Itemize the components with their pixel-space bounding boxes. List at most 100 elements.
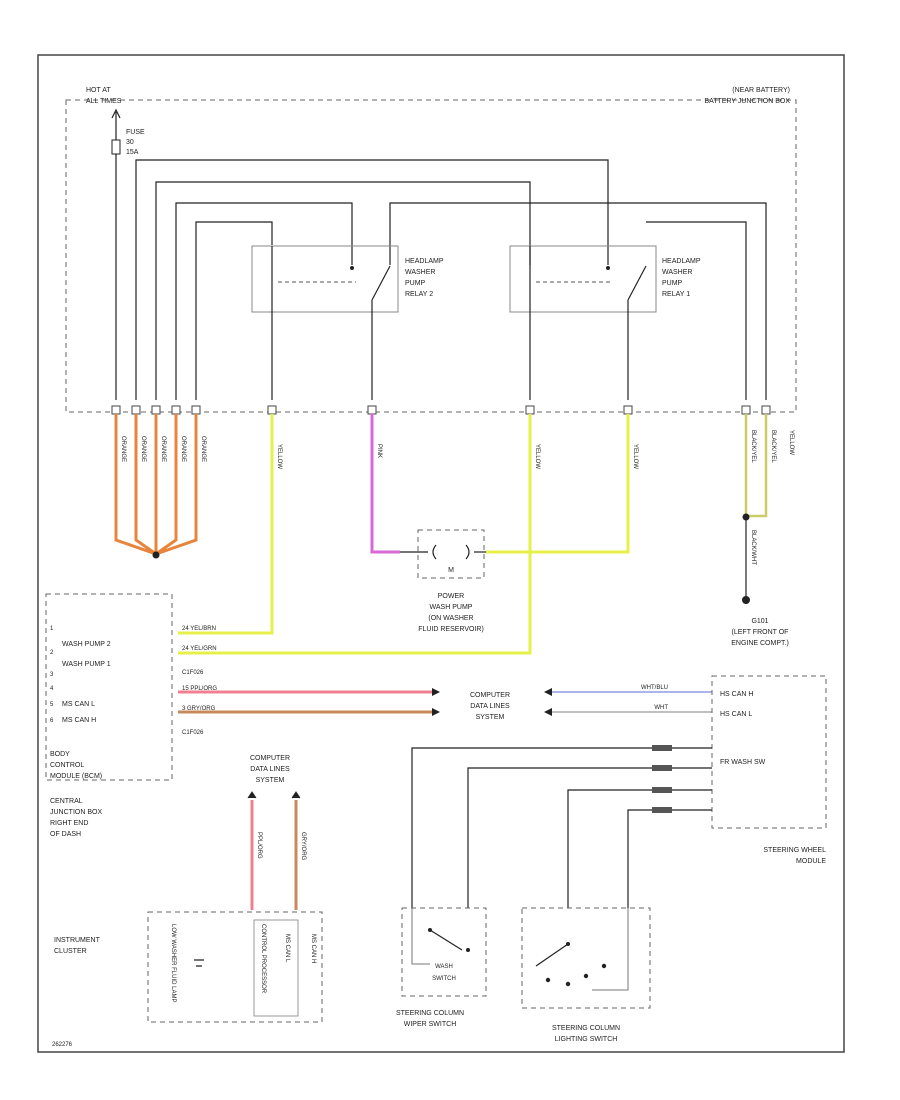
orange-wire-label-3: ORANGE: [160, 436, 166, 462]
bat-wire-1: [135, 159, 609, 400]
bcm-pin-number-5: 5: [50, 702, 54, 708]
bcm-pin-number-3: 3: [50, 672, 54, 678]
pump-box: [417, 529, 485, 579]
bcm-connector-2: C1F026: [182, 730, 204, 736]
orange-wire-label-1: ORANGE: [120, 436, 126, 462]
cluster-wire-left-label: PPL/ORG: [256, 832, 262, 859]
cluster-wire-right-label: GRY/ORG: [300, 832, 306, 861]
ground-wire-label-side: YELLOW: [788, 430, 794, 455]
arrow-up-icon: [291, 791, 301, 799]
wiper-switch-box: [401, 907, 487, 997]
wiper-switch-wire-b: [467, 767, 712, 908]
bat-wire-5: [389, 202, 767, 400]
relay-1-label-1: HEADLAMP: [662, 258, 701, 265]
battery-box-location: (NEAR BATTERY): [732, 87, 790, 94]
bcm-location-1: CENTRAL: [50, 798, 83, 805]
bcm-label-1: BODY: [50, 751, 70, 758]
bcm-pin-number-6: 6: [50, 718, 54, 724]
bcm-wire-4-label: 3 GRY/ORG: [182, 706, 216, 712]
arrow-right-icon: [432, 688, 440, 696]
sw-module-label-2: MODULE: [796, 858, 826, 865]
data-lines-label-1: COMPUTER: [470, 692, 510, 699]
control-processor-box: [253, 919, 299, 1017]
fuse-rating: 15A: [126, 149, 139, 156]
arrow-up-icon: [247, 791, 257, 799]
ground-id: G101: [751, 618, 768, 625]
pump-label-1: POWER: [438, 593, 464, 600]
cluster-inner-1: LOW WASHER FLUID LAMP: [170, 924, 176, 1002]
steering-column-lighting-switch: STEERING COLUMN LIGHTING SWITCH: [521, 907, 651, 1043]
cluster-label-1: INSTRUMENT: [54, 937, 101, 944]
bcm-pin-number-4: 4: [50, 686, 54, 692]
hs-can-l-wire-label: WHT: [654, 705, 668, 711]
wiper-switch-inner-2: SWITCH: [432, 976, 456, 982]
lighting-switch-label-1: STEERING COLUMN: [552, 1025, 620, 1032]
pump-label-3: (ON WASHER: [428, 615, 473, 622]
cluster-box: [147, 911, 323, 1023]
lighting-switch-wire-b: [627, 809, 712, 908]
hs-can-h-wire-label: WHT/BLU: [641, 685, 668, 691]
arrow-left-icon: [544, 688, 552, 696]
diagram-frame: [37, 54, 845, 1053]
contact-icon: [601, 963, 607, 969]
wiper-switch-wire-a: [411, 747, 712, 908]
pin: [623, 405, 633, 415]
steering-wheel-module: HS CAN H HS CAN L FR WASH SW STEERING WH…: [711, 675, 827, 865]
bcm-pin-ms-can-l: MS CAN L: [62, 701, 95, 708]
contact-icon: [566, 942, 570, 946]
relay-1-label-3: PUMP: [662, 280, 683, 287]
ground-wire-2: [746, 414, 768, 518]
power-wash-pump: M POWER WASH PUMP (ON WASHER FLUID RESER…: [400, 529, 486, 633]
bat-wire-2: [155, 181, 531, 400]
cluster-inner-2: CONTROL PROCESSOR: [260, 924, 266, 994]
bcm-wire-2-label: 24 YEL/GRN: [182, 646, 217, 652]
orange-wire-label-4: ORANGE: [180, 436, 186, 462]
contact-icon: [466, 948, 470, 952]
steering-column-wiper-switch: WASH SWITCH STEERING COLUMN WIPER SWITCH: [396, 907, 487, 1028]
cluster-label-2: CLUSTER: [54, 948, 87, 955]
pin: [525, 405, 535, 415]
orange-wire-5: [155, 414, 198, 556]
bcm-wire-3-label: 15 PPL/ORG: [182, 686, 217, 692]
left-data-lines-label-2: DATA LINES: [250, 766, 290, 773]
pin: [111, 405, 121, 415]
yellow-wire-pump-1: [178, 414, 532, 655]
pump-label-2: WASH PUMP: [430, 604, 473, 611]
bcm-wire-1-label: 24 YEL/BRN: [182, 626, 216, 632]
orange-wire-group: ORANGE ORANGE ORANGE ORANGE ORANGE: [114, 414, 206, 559]
body-control-module: WASH PUMP 2 WASH PUMP 1 MS CAN L MS CAN …: [45, 593, 217, 838]
relay-2-box: [251, 245, 399, 313]
bcm-location-3: RIGHT END: [50, 820, 88, 827]
bcm-pin-ms-can-h: MS CAN H: [62, 717, 96, 724]
contact-icon: [545, 977, 551, 983]
wiper-switch-inner-1: WASH: [435, 964, 453, 970]
fuse-label: FUSE: [126, 129, 145, 136]
pin: [367, 405, 377, 415]
contact-icon: [565, 981, 571, 987]
bcm-box: [45, 593, 173, 781]
cluster-inner-3: MS CAN L: [284, 934, 290, 963]
fuse-number: 30: [126, 139, 134, 146]
data-lines-label-3: SYSTEM: [476, 714, 505, 721]
relay-2-contact-icon: [350, 266, 354, 270]
left-data-lines-label-1: COMPUTER: [250, 755, 290, 762]
wire-band: [652, 765, 672, 771]
lighting-switch-box: [521, 907, 651, 1009]
pin: [741, 405, 751, 415]
bcm-pin-wash-pump-2: WASH PUMP 2: [62, 641, 111, 648]
contact-icon: [428, 928, 432, 932]
bcm-connector-1: C1F026: [182, 670, 204, 676]
relay-1-switch-arm: [627, 265, 647, 301]
bcm-label-2: CONTROL: [50, 762, 84, 769]
wiper-switch-internal: [411, 908, 430, 965]
orange-wire-4: [155, 414, 178, 556]
relay-2-switch-arm: [371, 265, 391, 301]
ground-wire-label-2: BLACK/YEL: [770, 430, 776, 463]
ground-icon: [742, 596, 750, 604]
left-data-lines-label-3: SYSTEM: [256, 777, 285, 784]
relay-1-contact-icon: [606, 266, 610, 270]
lighting-switch-arm: [535, 943, 569, 967]
sw-module-pin-1: HS CAN H: [720, 691, 753, 698]
motor-bracket-right-icon: [465, 544, 470, 560]
